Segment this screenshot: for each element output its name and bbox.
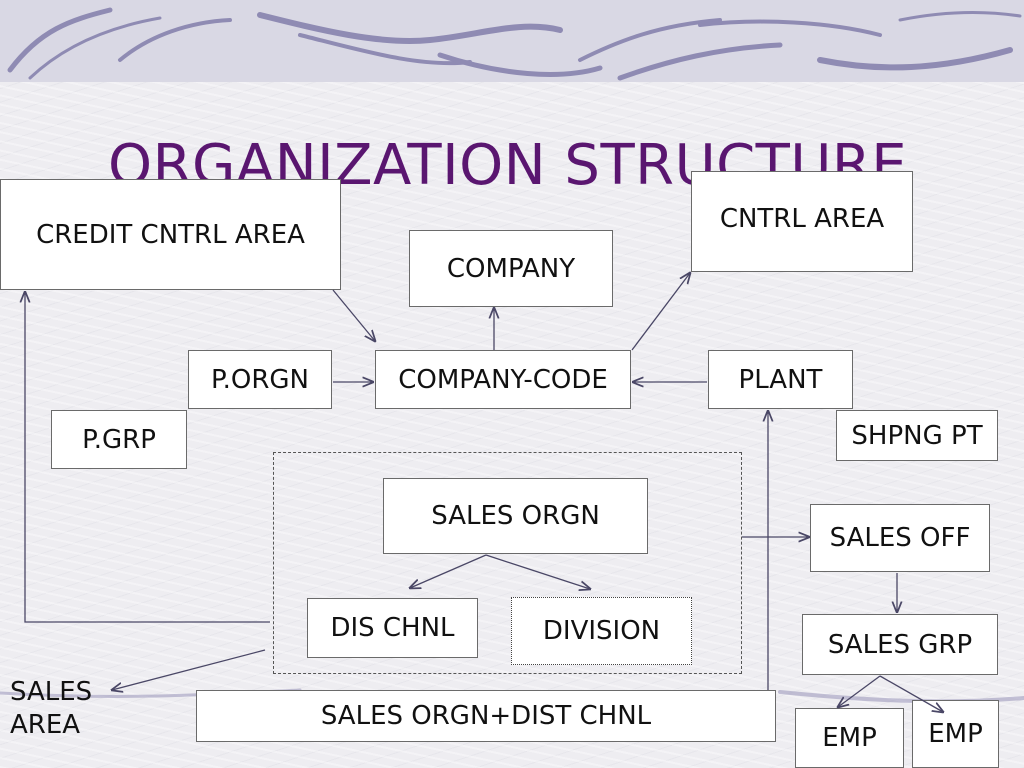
edge-sales-orgn-to-dis-chnl bbox=[410, 554, 487, 588]
node-label: SALES GRP bbox=[827, 629, 973, 660]
node-p-orgn: P.ORGN bbox=[188, 350, 332, 409]
node-emp-1: EMP bbox=[795, 708, 904, 768]
node-company: COMPANY bbox=[409, 230, 613, 307]
node-label: DIS CHNL bbox=[330, 613, 455, 643]
node-sales-orgn-dist-chnl: SALES ORGN+DIST CHNL bbox=[196, 690, 776, 742]
edge-sales-grp-to-emp-1 bbox=[838, 675, 881, 707]
node-shpng-pt: SHPNG PT bbox=[836, 410, 998, 461]
node-company-code: COMPANY-CODE bbox=[375, 350, 631, 409]
sales-area-line2: AREA bbox=[10, 709, 81, 740]
edge-credit-to-company-code bbox=[332, 289, 375, 341]
node-sales-orgn: SALES ORGN bbox=[383, 478, 648, 554]
node-label: COMPANY bbox=[446, 253, 576, 284]
node-label: DIVISION bbox=[542, 616, 661, 646]
edge-sales-orgn-to-division bbox=[485, 554, 590, 589]
sales-area-label: SALES AREA bbox=[10, 676, 92, 741]
node-label: EMP bbox=[928, 719, 983, 749]
node-sales-off: SALES OFF bbox=[810, 504, 990, 572]
node-label: SALES OFF bbox=[829, 523, 971, 553]
edge-sales-grp-to-emp-2 bbox=[879, 675, 943, 712]
node-label: SALES ORGN bbox=[431, 501, 600, 531]
node-label: P.ORGN bbox=[210, 364, 310, 395]
node-sales-grp: SALES GRP bbox=[802, 614, 998, 675]
node-label: P.GRP bbox=[82, 424, 156, 455]
node-label: COMPANY-CODE bbox=[398, 364, 608, 395]
node-credit-cntrl-area: CREDIT CNTRL AREA bbox=[0, 179, 341, 290]
node-label: CNTRL AREA bbox=[719, 204, 885, 234]
node-division: DIVISION bbox=[511, 597, 692, 665]
sales-area-group bbox=[273, 452, 742, 674]
edge-group-to-sales-area bbox=[112, 649, 266, 690]
header-band bbox=[0, 0, 1024, 82]
node-dis-chnl: DIS CHNL bbox=[307, 598, 478, 658]
edge-group-to-credit-area bbox=[25, 292, 270, 623]
node-p-grp: P.GRP bbox=[51, 410, 187, 469]
node-label: PLANT bbox=[738, 364, 823, 395]
node-label: SHPNG PT bbox=[851, 420, 983, 451]
edge-company-code-to-cntrl-area bbox=[631, 273, 690, 351]
node-label: SALES ORGN+DIST CHNL bbox=[320, 701, 652, 731]
sales-area-line1: SALES bbox=[10, 677, 93, 707]
node-cntrl-area: CNTRL AREA bbox=[691, 171, 913, 272]
node-label: EMP bbox=[822, 723, 877, 753]
node-emp-2: EMP bbox=[912, 700, 999, 768]
node-plant: PLANT bbox=[708, 350, 853, 409]
node-label: CREDIT CNTRL AREA bbox=[36, 219, 305, 250]
